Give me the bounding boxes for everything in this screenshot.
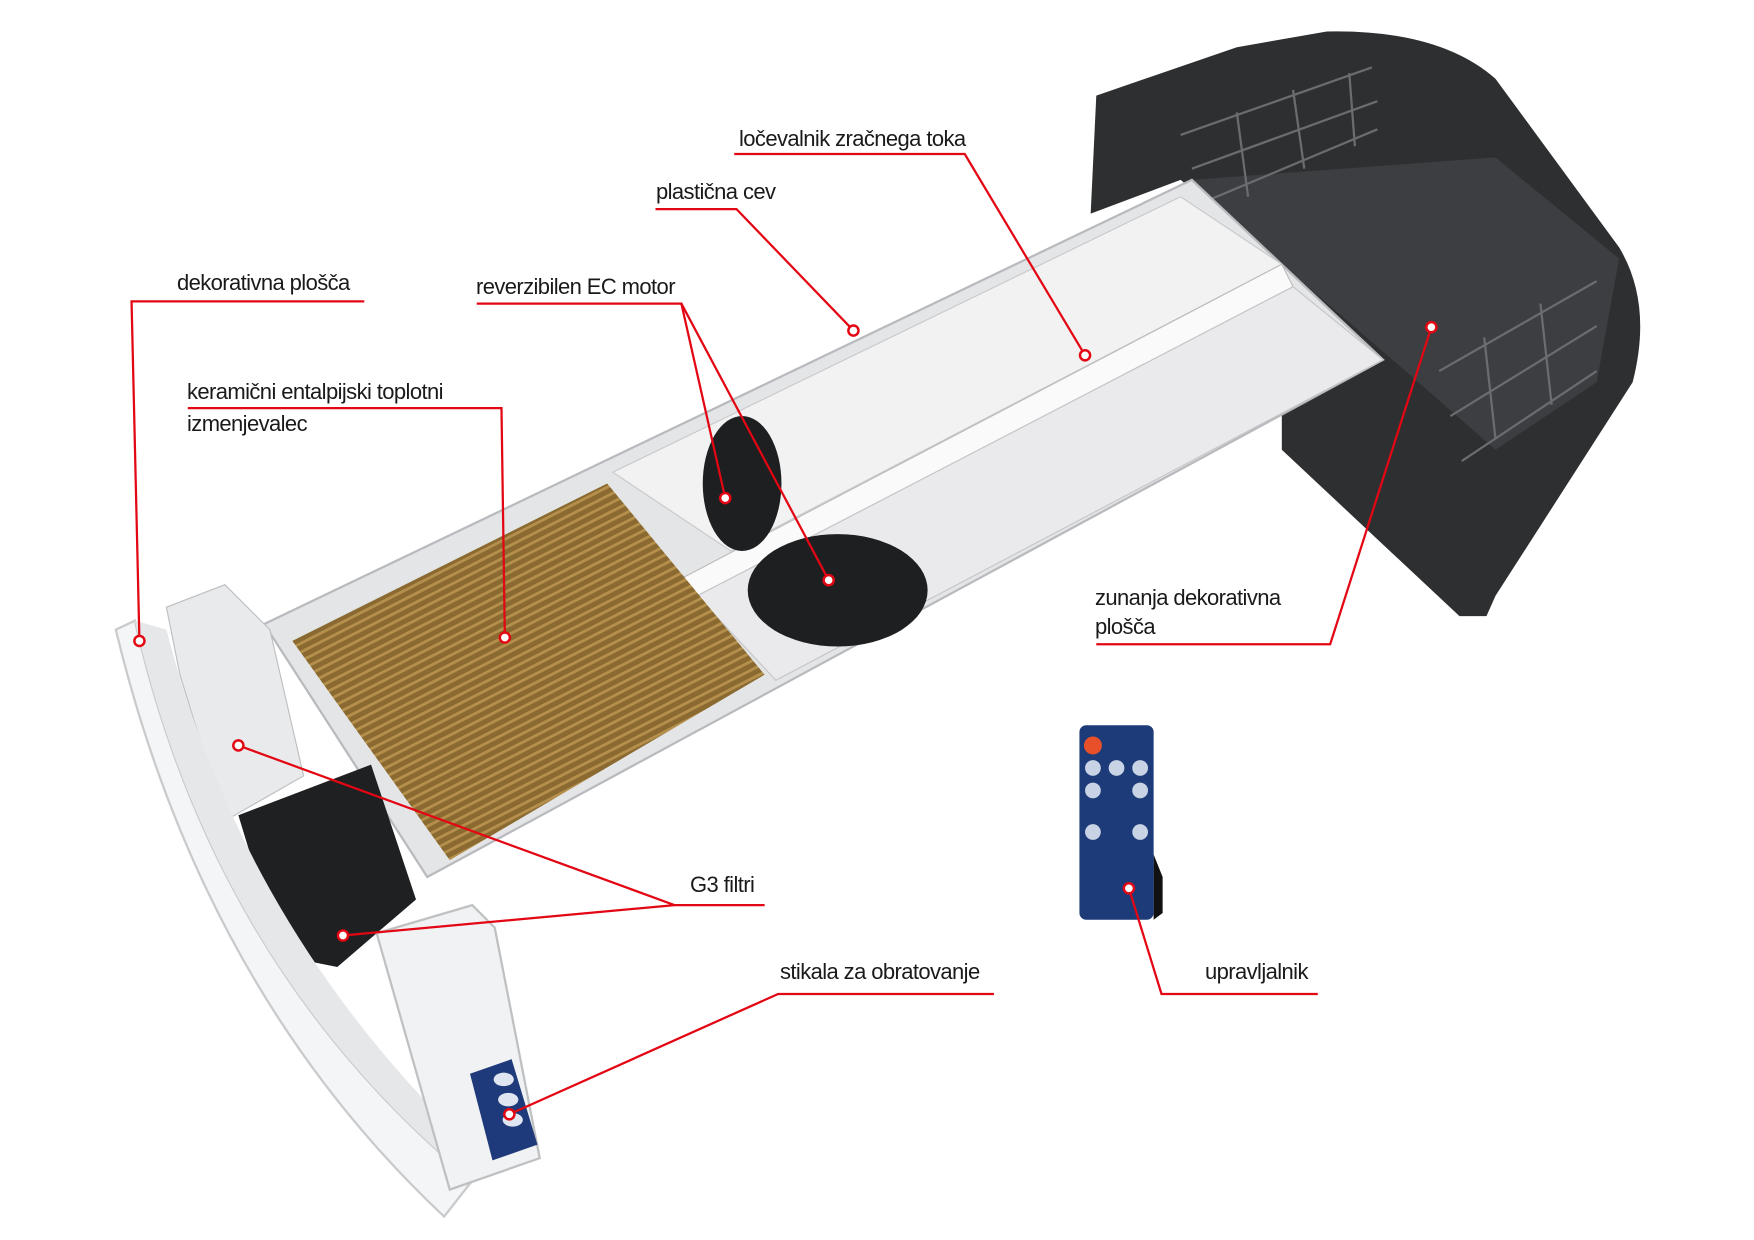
decorative-panel-face <box>134 620 495 1181</box>
label-outer-panel-1: zunanja dekorativna <box>1095 585 1281 610</box>
housing-grille <box>1180 66 1598 462</box>
fan-lower <box>747 534 928 647</box>
front-frame <box>165 584 305 822</box>
label-ec-motor: reverzibilen EC motor <box>476 274 676 299</box>
fan-upper <box>702 416 782 551</box>
label-decorative-panel: dekorativna plošča <box>177 270 350 295</box>
label-airflow-separator: ločevalnik zračnega toka <box>739 126 966 151</box>
label-outer-panel-2: plošča <box>1095 614 1156 639</box>
label-switches: stikala za obratovanje <box>780 959 980 984</box>
leader-lines <box>130 152 1433 1116</box>
label-heat-exchanger-1: keramični entalpijski toplotni <box>187 379 444 404</box>
switch-button <box>498 1092 519 1107</box>
switch-button <box>493 1072 514 1087</box>
power-icon <box>1083 736 1102 755</box>
label-plastic-pipe: plastična cev <box>656 179 776 204</box>
callout-dots <box>133 320 1438 1121</box>
remote-control <box>1079 725 1163 920</box>
heat-exchanger <box>292 483 765 861</box>
label-remote: upravljalnik <box>1205 959 1308 984</box>
label-heat-exchanger-2: izmenjevalec <box>187 411 308 436</box>
label-filters: G3 filtri <box>690 872 755 897</box>
control-panel <box>469 1059 538 1161</box>
